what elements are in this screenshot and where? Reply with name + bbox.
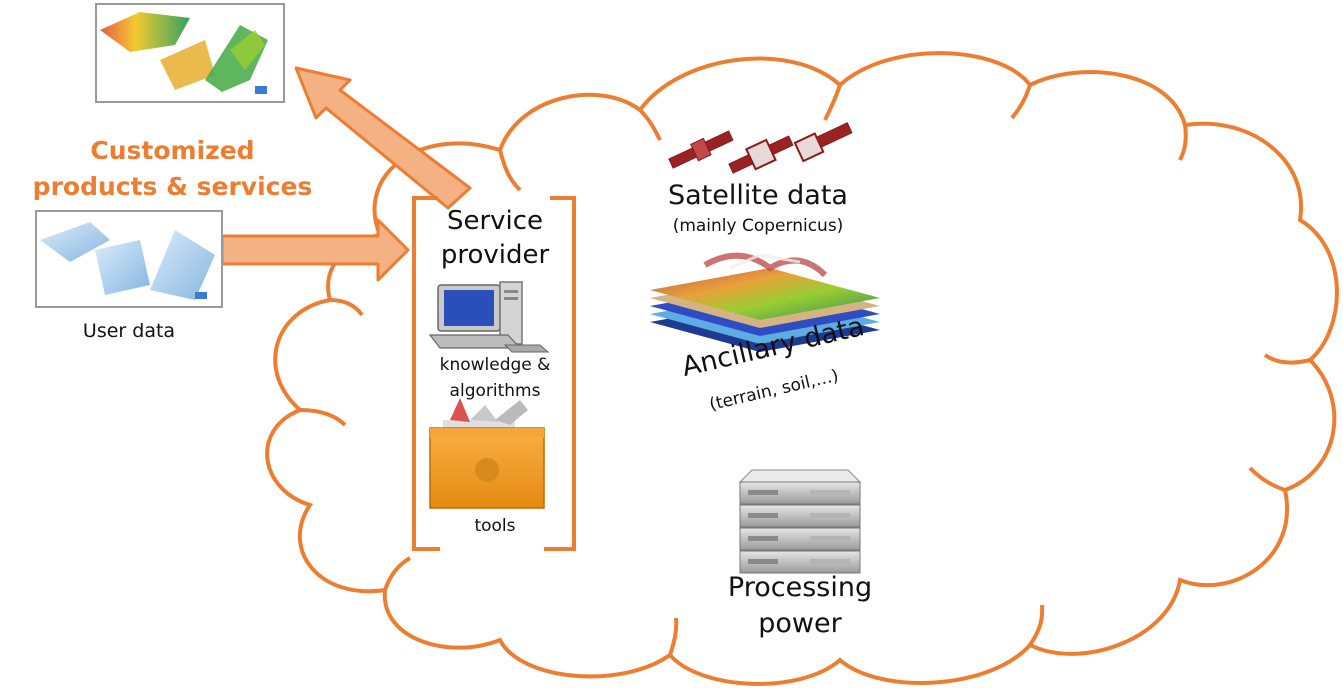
service-provider-box [412, 196, 576, 551]
user-data-label: User data [82, 320, 176, 342]
service-provider-title-line2: provider [440, 240, 550, 270]
cloud-shape [265, 51, 1339, 686]
customized-title-line2: products & services [32, 172, 313, 201]
satellite-data-subtitle: (mainly Copernicus) [672, 216, 844, 236]
arrow-icon [294, 66, 472, 210]
customized-title-line1: Customized [90, 136, 255, 165]
map-userdata-icon [35, 210, 223, 308]
computer-icon [428, 281, 550, 353]
satellite-icon [668, 122, 853, 174]
processing-power-line2: power [758, 608, 842, 639]
knowledge-label-line2: algorithms [449, 381, 541, 401]
satellite-data-title: Satellite data [668, 180, 848, 211]
server-icon [738, 469, 862, 574]
map-product-icon [95, 3, 285, 103]
processing-power-line1: Processing [727, 572, 873, 603]
terrain-layers-icon [650, 252, 880, 352]
tools-label: tools [474, 516, 516, 536]
arrow-icon [220, 218, 410, 282]
toolbox-icon [429, 398, 545, 509]
service-provider-title-line1: Service [446, 206, 544, 236]
knowledge-label-line1: knowledge & [439, 355, 551, 375]
